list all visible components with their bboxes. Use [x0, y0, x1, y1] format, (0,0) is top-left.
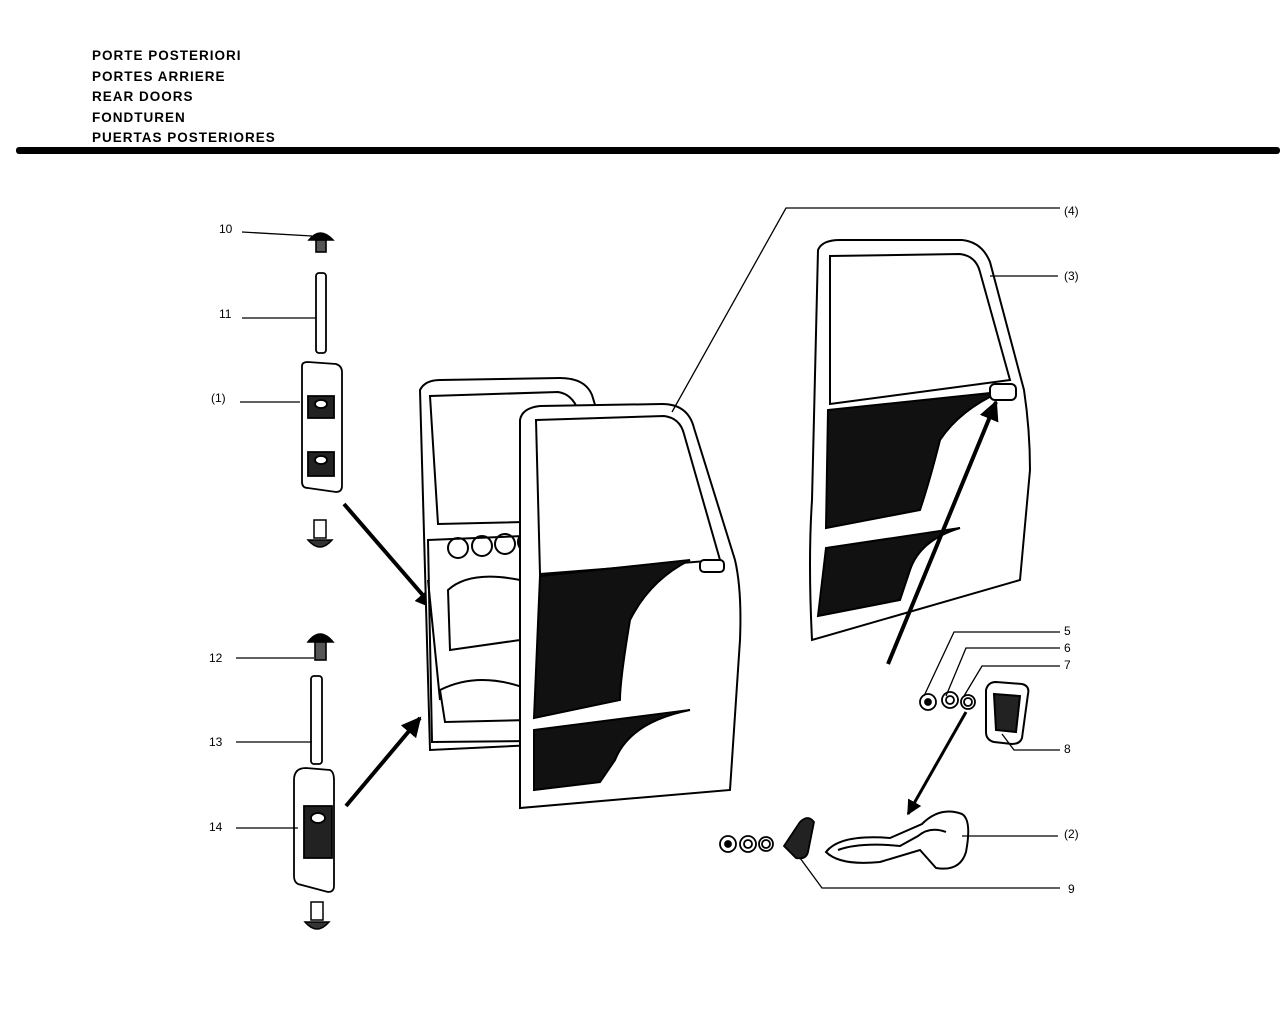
hinge-upper-1	[301, 361, 343, 493]
pin-11	[315, 272, 327, 354]
callout-4: (4)	[1064, 204, 1079, 218]
handle-bezel-8	[985, 680, 1030, 746]
callout-3: (3)	[1064, 269, 1079, 283]
callout-11: 11	[219, 307, 232, 321]
screw-12	[306, 633, 335, 661]
title-english: REAR DOORS	[92, 89, 194, 104]
door-assembled-3	[809, 239, 1032, 642]
callout-10: 10	[219, 222, 233, 236]
callout-8: 8	[1064, 742, 1071, 756]
callout-14: 14	[209, 820, 223, 834]
callout-9: 9	[1068, 882, 1075, 896]
leader-lines	[236, 207, 1060, 889]
gasket-9	[782, 817, 815, 860]
bolt-lower-hinge	[303, 901, 331, 930]
header-rule	[16, 147, 1280, 154]
arrow-upper-hinge	[342, 502, 436, 610]
washers-handle	[719, 835, 774, 853]
bolt-upper-hinge	[306, 519, 334, 548]
callout-7: 7	[1064, 658, 1071, 672]
washers-5-6-7	[919, 691, 976, 711]
callout-5: 5	[1064, 624, 1071, 638]
callout-1: (1)	[211, 391, 226, 405]
arrow-lower-hinge	[344, 716, 422, 808]
callout-2: (2)	[1064, 827, 1079, 841]
callout-13: 13	[209, 735, 223, 749]
callout-12: 12	[209, 651, 223, 665]
arrow-handle-fixing	[906, 711, 968, 816]
hinge-lower-14	[293, 767, 335, 893]
callout-6: 6	[1064, 641, 1071, 655]
title-german: FONDTUREN	[92, 109, 186, 125]
title-block: PORTE POSTERIORI PORTES ARRIERE REAR DOO…	[92, 46, 276, 149]
pin-13	[310, 675, 323, 765]
arrow-door-handle	[886, 400, 999, 665]
door-handle-2	[824, 810, 970, 870]
title-french: PORTES ARRIERE	[92, 68, 226, 84]
door-outer-skin-4	[519, 402, 742, 810]
screw-10	[307, 232, 335, 253]
title-italian: PORTE POSTERIORI	[92, 48, 242, 63]
title-spanish: PUERTAS POSTERIORES	[92, 130, 276, 145]
